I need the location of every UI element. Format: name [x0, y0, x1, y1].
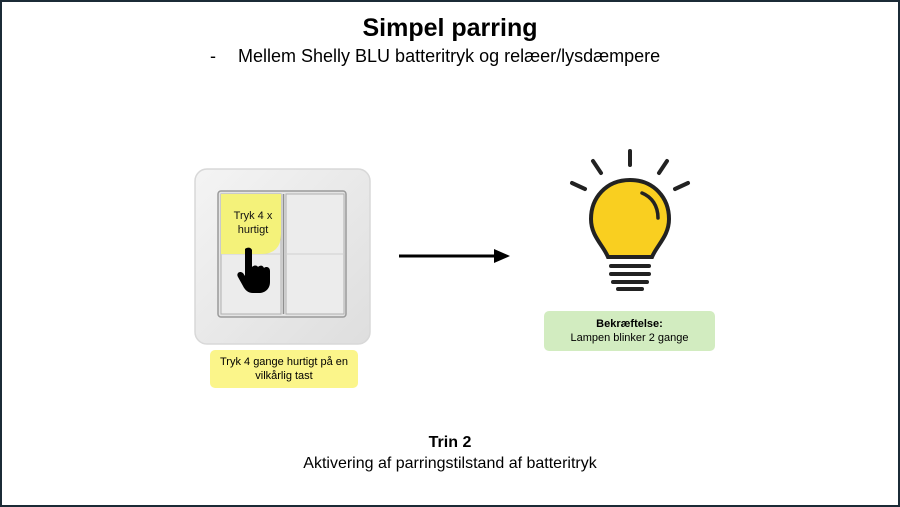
confirmation-note: Bekræftelse: Lampen blinker 2 gange — [544, 311, 715, 351]
confirmation-text: Lampen blinker 2 gange — [570, 332, 689, 344]
press-label: Tryk 4 x hurtigt — [233, 210, 273, 236]
subtitle-bullet: - — [210, 46, 216, 66]
light-bulb-icon — [570, 149, 690, 291]
slide-title: Simpel parring — [362, 14, 538, 42]
hand-pointer-icon — [237, 247, 270, 293]
subtitle-text: Mellem Shelly BLU batteritryk og relæer/… — [238, 46, 661, 66]
step-description: Aktivering af parringstilstand af batter… — [303, 455, 597, 472]
subtitle: - Mellem Shelly BLU batteritryk og relæer… — [210, 46, 660, 67]
right-arrow-icon — [399, 249, 510, 263]
confirmation-title: Bekræftelse: — [596, 318, 663, 330]
wall-switch-illustration — [194, 168, 371, 345]
step-label: Trin 2 — [428, 434, 472, 451]
instruction-note: Tryk 4 gange hurtigt på en vilkårlig tas… — [210, 350, 358, 388]
